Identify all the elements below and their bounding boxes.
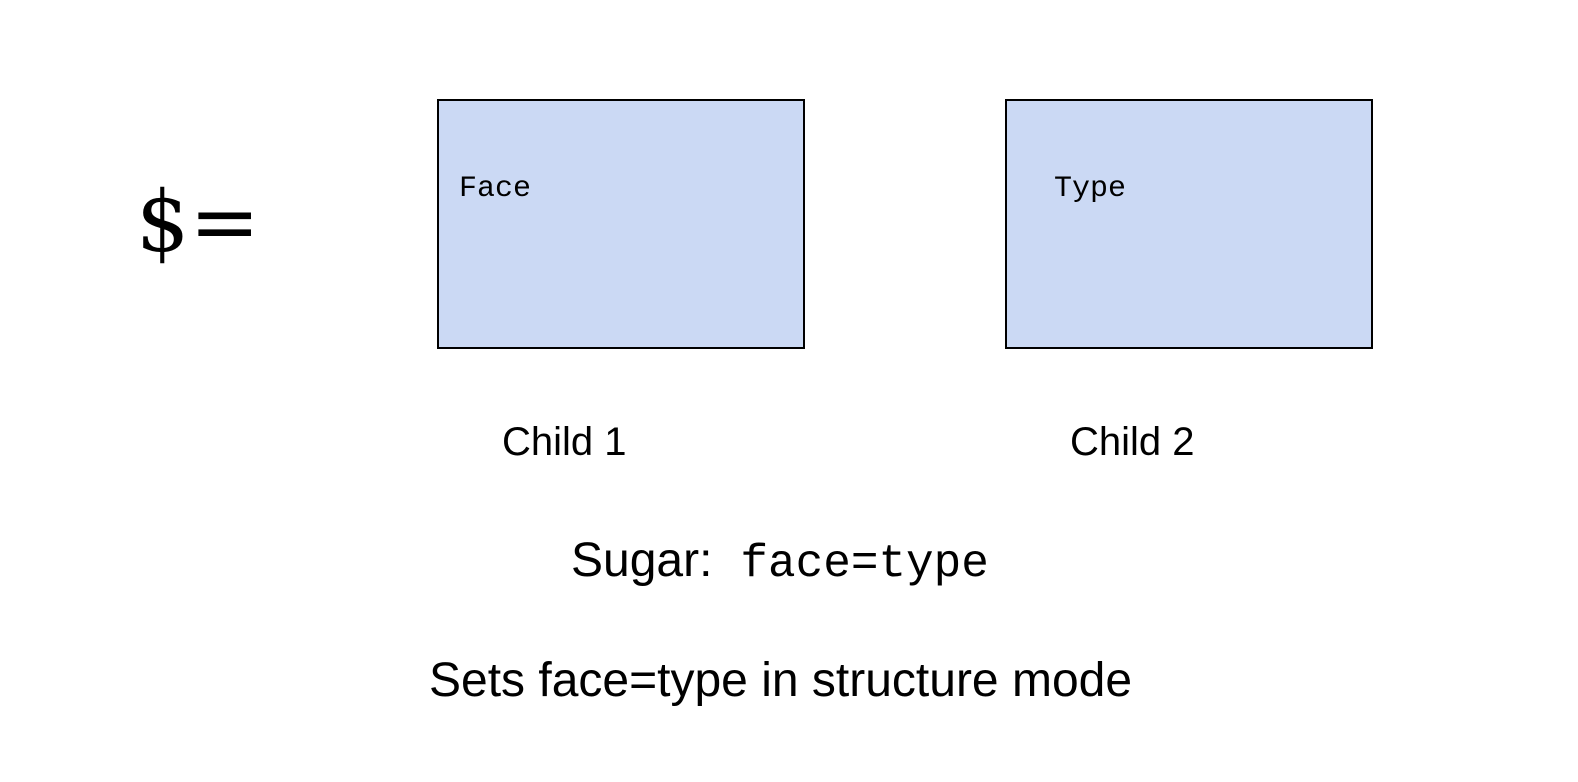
child-2-caption: Child 2 bbox=[1070, 420, 1195, 464]
sugar-label: Sugar: bbox=[571, 534, 713, 587]
dollar-equals-symbol: $= bbox=[136, 173, 260, 271]
child-1-caption: Child 1 bbox=[502, 420, 627, 464]
child-1-box-label: Face bbox=[459, 172, 532, 206]
sugar-line: Sugar: face=type bbox=[571, 532, 989, 593]
child-2-box: Type bbox=[1005, 99, 1373, 349]
description-text: Sets face=type in structure mode bbox=[429, 654, 1133, 707]
child-2-box-label: Type bbox=[1054, 172, 1127, 206]
sugar-code: face=type bbox=[740, 538, 989, 590]
child-1-box: Face bbox=[437, 99, 805, 349]
